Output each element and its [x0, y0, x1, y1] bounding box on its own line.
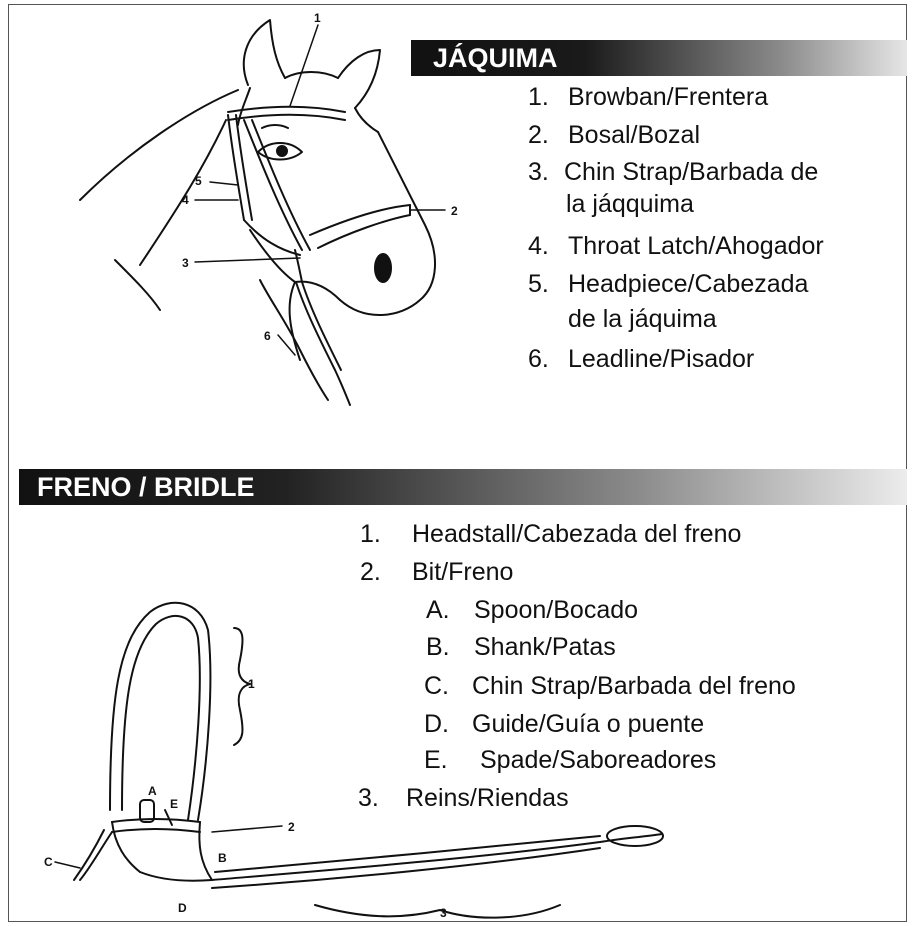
halter-callout-2: 2	[451, 204, 458, 218]
halter-item-4: 4. Throat Latch/Ahogador	[528, 232, 824, 261]
bit-shank-left	[111, 821, 141, 873]
halter-item-2-label: Bosal/Bozal	[568, 121, 701, 149]
page-frame	[8, 4, 907, 922]
halter-item-5: 5. Headpiece/Cabezada	[528, 270, 808, 299]
bridle-item-3-number: 3.	[358, 784, 379, 812]
bridle-callout-E: E	[170, 797, 178, 811]
halter-item-4-label: Throat Latch/Ahogador	[568, 232, 824, 260]
halter-item-6-label: Leadline/Pisador	[568, 345, 755, 373]
chin-strap	[294, 249, 303, 283]
bridle-subitem-E-letter: E.	[424, 746, 448, 774]
halter-callout-1: 1	[314, 11, 321, 25]
bridle-subitem-D: D. Guide/Guía o puente	[424, 710, 704, 739]
bridle-item-1-number: 1.	[360, 520, 381, 548]
halter-item-2: 2. Bosal/Bozal	[528, 121, 700, 150]
bridle-item-1: 1. Headstall/Cabezada del freno	[360, 520, 741, 549]
bridle-subitem-D-label: Guide/Guía o puente	[472, 710, 705, 738]
bridle-illustration	[54, 601, 664, 919]
bridle-callout-1: 1	[248, 677, 255, 691]
halter-item-5-number: 5.	[528, 270, 549, 298]
bridle-callout-3: 3	[440, 906, 447, 920]
bridle-subitem-A-label: Spoon/Bocado	[474, 596, 639, 624]
halter-callout-3: 3	[182, 256, 189, 270]
bridle-callout-A: A	[148, 784, 157, 798]
halter-item-1-label: Browban/Frentera	[568, 83, 769, 111]
bridle-item-1-label: Headstall/Cabezada del freno	[412, 520, 742, 548]
halter-item-4-number: 4.	[528, 232, 549, 260]
bridle-callout-B: B	[218, 851, 227, 865]
bit-shank-right	[198, 821, 213, 881]
bit-mouthpiece	[111, 818, 201, 823]
bridle-section-header: FRENO / BRIDLE	[19, 469, 907, 505]
halter-item-3-number: 3.	[528, 158, 549, 186]
bridle-subitem-A: A. Spoon/Bocado	[426, 596, 638, 625]
bridle-callout-C: C	[44, 855, 53, 869]
bit-spoon	[139, 799, 155, 823]
right-ear	[337, 49, 381, 109]
headpiece-strap	[227, 114, 245, 221]
throat-latch	[243, 219, 301, 256]
headstall-loop	[109, 601, 212, 821]
eye	[257, 142, 303, 161]
bridle-item-2: 2. Bit/Freno	[360, 558, 513, 587]
bridle-subitem-C-label: Chin Strap/Barbada del freno	[472, 672, 796, 700]
halter-item-3-continuation: la jáqquima	[566, 190, 694, 218]
bridle-subitem-A-letter: A.	[426, 596, 450, 624]
bridle-subitem-B: B. Shank/Patas	[426, 633, 616, 662]
bit-spade	[164, 809, 173, 826]
bridle-item-2-number: 2.	[360, 558, 381, 586]
halter-item-5-continuation: de la jáquima	[568, 305, 717, 333]
bridle-subitem-D-letter: D.	[424, 710, 449, 738]
halter-item-6: 6. Leadline/Pisador	[528, 345, 754, 374]
halter-title: JÁQUIMA	[433, 43, 558, 73]
nostril	[374, 253, 392, 283]
halter-item-5-label: Headpiece/Cabezada	[568, 270, 809, 298]
bridle-subitem-E-label: Spade/Saboreadores	[480, 746, 717, 774]
bit-chin-strap	[79, 831, 113, 881]
bridle-subitem-C: C. Chin Strap/Barbada del freno	[424, 672, 796, 701]
cheek-strap	[243, 119, 303, 251]
halter-callout-4: 4	[182, 193, 189, 207]
bridle-callout-2: 2	[288, 820, 295, 834]
bridle-subitem-B-letter: B.	[426, 633, 450, 661]
reins	[211, 833, 663, 881]
noseband-bosal	[309, 204, 411, 236]
halter-item-6-number: 6.	[528, 345, 549, 373]
halter-callout-6: 6	[264, 329, 271, 343]
bridle-subitem-E: E. Spade/Saboreadores	[424, 746, 716, 775]
bridle-item-2-label: Bit/Freno	[412, 558, 514, 586]
halter-callout-5: 5	[195, 174, 202, 188]
halter-item-3: 3. Chin Strap/Barbada de	[528, 158, 818, 187]
bridle-item-3-label: Reins/Riendas	[406, 784, 569, 812]
bridle-title: FRENO / BRIDLE	[37, 472, 255, 502]
bridle-item-3: 3. Reins/Riendas	[358, 784, 569, 813]
halter-section-header: JÁQUIMA	[411, 40, 907, 76]
halter-item-2-number: 2.	[528, 121, 549, 149]
halter-item-3-label: Chin Strap/Barbada de	[564, 158, 819, 186]
halter-item-1-number: 1.	[528, 83, 549, 111]
browband-strap	[227, 105, 346, 113]
bridle-subitem-B-label: Shank/Patas	[474, 633, 616, 661]
leadline	[295, 281, 351, 406]
bridle-callout-D: D	[178, 901, 187, 915]
bridle-subitem-C-letter: C.	[424, 672, 449, 700]
left-ear	[242, 19, 286, 86]
bit-guide	[139, 871, 213, 882]
halter-item-1: 1. Browban/Frentera	[528, 83, 768, 112]
